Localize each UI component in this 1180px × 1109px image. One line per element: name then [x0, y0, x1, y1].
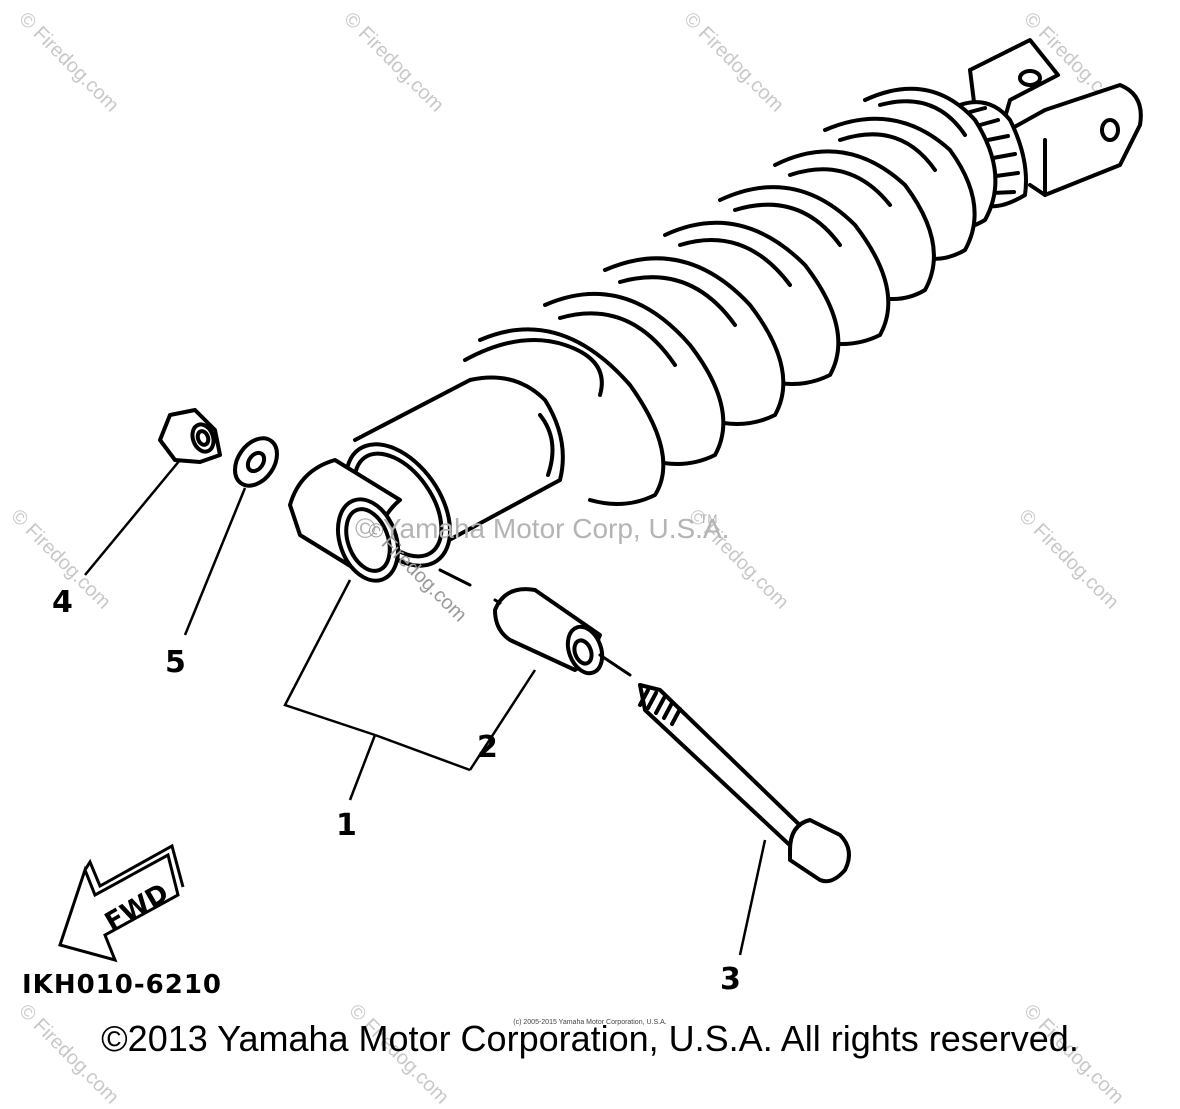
part-code: IKH010-6210 [22, 970, 223, 1000]
callout-1: 1 [336, 808, 357, 843]
part-2-bushing [493, 587, 605, 676]
copyright-notice: ©2013 Yamaha Motor Corporation, U.S.A. A… [101, 1018, 1079, 1059]
coil-spring [463, 86, 998, 506]
diagram-canvas: © Firedog.com © Firedog.com © Firedog.co… [6, 8, 1143, 1109]
fwd-arrow [58, 843, 185, 963]
part-5-washer [233, 436, 279, 488]
callout-4: 4 [52, 585, 73, 620]
leader-lines [84, 459, 767, 956]
shock-absorber-drawing [58, 38, 1143, 963]
part-4-nut [158, 408, 222, 464]
center-watermark: © Yamaha Motor Corp, U.S.A. [355, 513, 730, 544]
callout-5: 5 [165, 645, 186, 680]
callout-3: 3 [720, 962, 741, 997]
part-3-bolt [638, 683, 851, 884]
part-1-collar [288, 458, 402, 583]
tiny-copyright: (c) 2005-2015 Yamaha Motor Corporation, … [513, 1019, 667, 1026]
center-watermark-tm: TM [700, 512, 718, 526]
callout-2: 2 [477, 730, 498, 765]
upper-clevis-mount [968, 38, 1143, 197]
